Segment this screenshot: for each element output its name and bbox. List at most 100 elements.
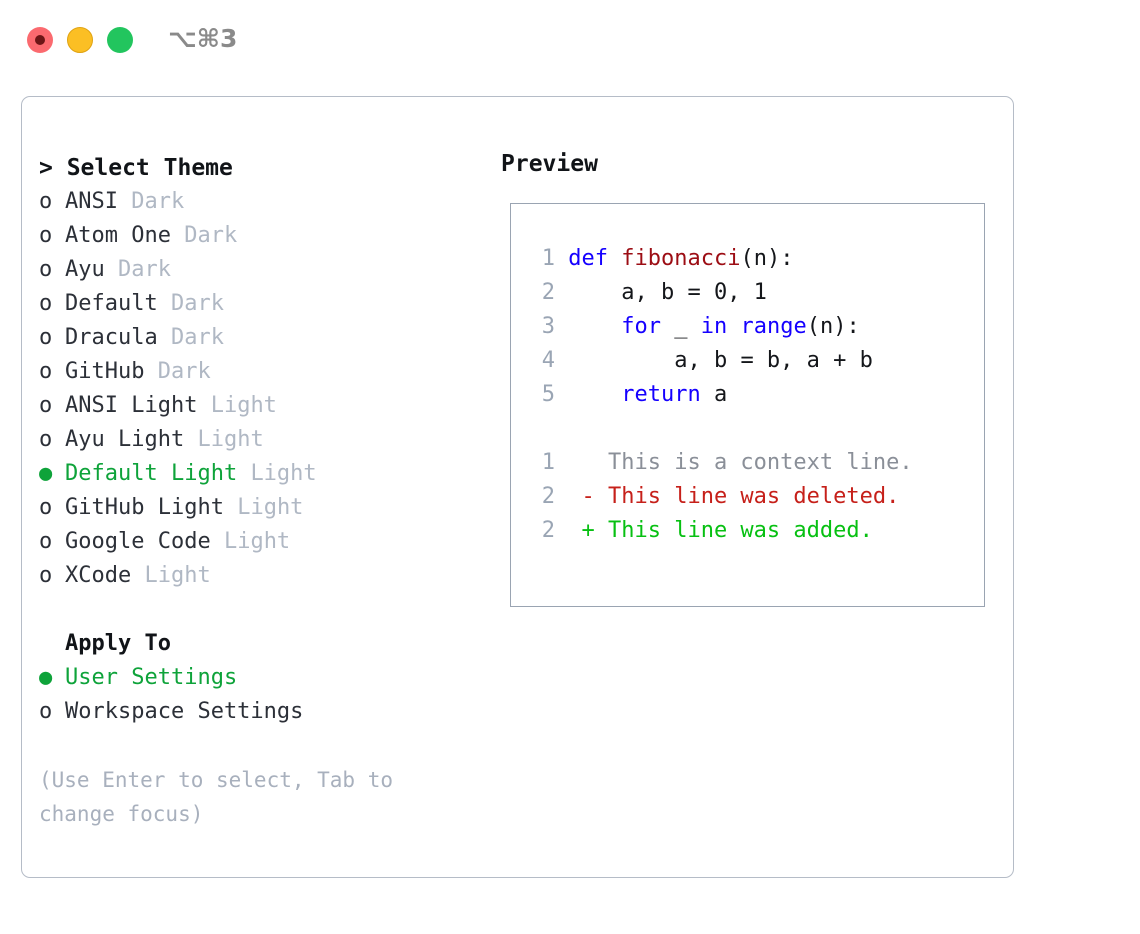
line-number: 2 xyxy=(541,484,555,509)
radio-empty-icon: o xyxy=(39,257,53,282)
code-line: 4 a, b = b, a + b xyxy=(529,344,913,378)
theme-option-default[interactable]: o Default Dark xyxy=(39,287,469,321)
line-number: 5 xyxy=(541,382,555,407)
maximize-window-button[interactable] xyxy=(107,27,133,53)
theme-option-label: GitHub Light xyxy=(65,495,224,520)
theme-option-label: XCode xyxy=(65,563,132,588)
preview-header: Preview xyxy=(501,151,598,177)
radio-empty-icon: o xyxy=(39,699,53,724)
theme-option-tag: Dark xyxy=(170,291,224,316)
theme-option-label: Atom One xyxy=(65,223,171,248)
diff-sign: - xyxy=(555,484,608,509)
code-token: (n): xyxy=(740,246,794,271)
code-indent xyxy=(555,314,621,339)
code-line: 5 return a xyxy=(529,378,913,412)
line-number: 2 xyxy=(541,518,555,543)
diff-sign xyxy=(555,450,608,475)
keyboard-shortcut-label: ⌥⌘3 xyxy=(168,24,238,53)
code-token: a, b = 0, 1 xyxy=(621,280,767,305)
theme-option-tag: Light xyxy=(197,427,264,452)
theme-option-tag: Light xyxy=(210,393,277,418)
theme-option-xcode[interactable]: o XCode Light xyxy=(39,559,469,593)
apply-to-header: Apply To xyxy=(65,631,171,656)
line-number: 4 xyxy=(541,348,555,373)
code-indent xyxy=(555,348,674,373)
theme-option-tag: Dark xyxy=(170,325,224,350)
diff-text: This line was added. xyxy=(607,518,873,543)
radio-empty-icon: o xyxy=(39,325,53,350)
code-blank-line xyxy=(529,412,913,446)
minimize-window-button[interactable] xyxy=(67,27,93,53)
theme-option-atom-one[interactable]: o Atom One Dark xyxy=(39,219,469,253)
theme-option-tag: Dark xyxy=(184,223,238,248)
line-number: 3 xyxy=(541,314,555,339)
keyboard-hint-text: (Use Enter to select, Tab to change focu… xyxy=(39,768,406,826)
radio-empty-icon: o xyxy=(39,223,53,248)
theme-option-label: Ayu xyxy=(65,257,105,282)
diff-sign: + xyxy=(555,518,608,543)
code-token: def xyxy=(568,246,622,271)
theme-option-label: ANSI Light xyxy=(65,393,198,418)
radio-empty-icon: o xyxy=(39,563,53,588)
code-token: a, b = b, a + b xyxy=(674,348,873,373)
code-token: for xyxy=(621,314,675,339)
radio-empty-icon: o xyxy=(39,291,53,316)
code-token: a xyxy=(713,382,728,407)
radio-empty-icon: o xyxy=(39,529,53,554)
theme-option-tag: Light xyxy=(144,563,211,588)
theme-option-label: Default xyxy=(65,291,158,316)
radio-empty-icon: o xyxy=(39,495,53,520)
theme-option-label: Default Light xyxy=(65,461,238,486)
close-window-button[interactable] xyxy=(27,27,53,53)
line-number: 2 xyxy=(541,280,555,305)
radio-empty-icon: o xyxy=(39,359,53,384)
diff-line: 2 - This line was deleted. xyxy=(529,480,913,514)
radio-empty-icon: o xyxy=(39,393,53,418)
code-indent xyxy=(555,246,568,271)
code-indent xyxy=(555,382,621,407)
theme-option-ansi-light[interactable]: o ANSI Light Light xyxy=(39,389,469,423)
code-line: 1 def fibonacci(n): xyxy=(529,242,913,276)
code-line: 3 for _ in range(n): xyxy=(529,310,913,344)
title-bar: ⌥⌘3 xyxy=(0,0,1140,78)
apply-to-option-user-settings[interactable]: ●User Settings xyxy=(39,661,469,695)
theme-option-label: Google Code xyxy=(65,529,211,554)
code-token: in xyxy=(700,314,741,339)
theme-option-tag: Light xyxy=(250,461,317,486)
diff-line: 1 This is a context line. xyxy=(529,446,913,480)
theme-option-tag: Dark xyxy=(157,359,211,384)
code-line: 2 a, b = 0, 1 xyxy=(529,276,913,310)
theme-option-ansi[interactable]: o ANSI Dark xyxy=(39,185,469,219)
code-token: return xyxy=(621,382,714,407)
theme-option-tag: Light xyxy=(237,495,304,520)
radio-selected-icon: ● xyxy=(39,461,53,486)
theme-option-tag: Dark xyxy=(131,189,185,214)
line-number: 1 xyxy=(541,246,555,271)
apply-to-list[interactable]: ●User Settings o Workspace Settings xyxy=(39,661,469,729)
code-token: _ xyxy=(674,314,701,339)
theme-option-default-light[interactable]: ● Default Light Light xyxy=(39,457,469,491)
apply-to-option-workspace-settings[interactable]: o Workspace Settings xyxy=(39,695,469,729)
diff-text: This is a context line. xyxy=(607,450,913,475)
radio-empty-icon: o xyxy=(39,189,53,214)
apply-to-option-label: Workspace Settings xyxy=(65,699,304,724)
theme-option-label: ANSI xyxy=(65,189,118,214)
code-indent xyxy=(555,280,621,305)
line-number: 1 xyxy=(541,450,555,475)
diff-line: 2 + This line was added. xyxy=(529,514,913,548)
code-token: fibonacci xyxy=(621,246,741,271)
theme-option-github-light[interactable]: o GitHub Light Light xyxy=(39,491,469,525)
radio-empty-icon: o xyxy=(39,427,53,452)
select-theme-header: > Select Theme xyxy=(39,155,233,181)
